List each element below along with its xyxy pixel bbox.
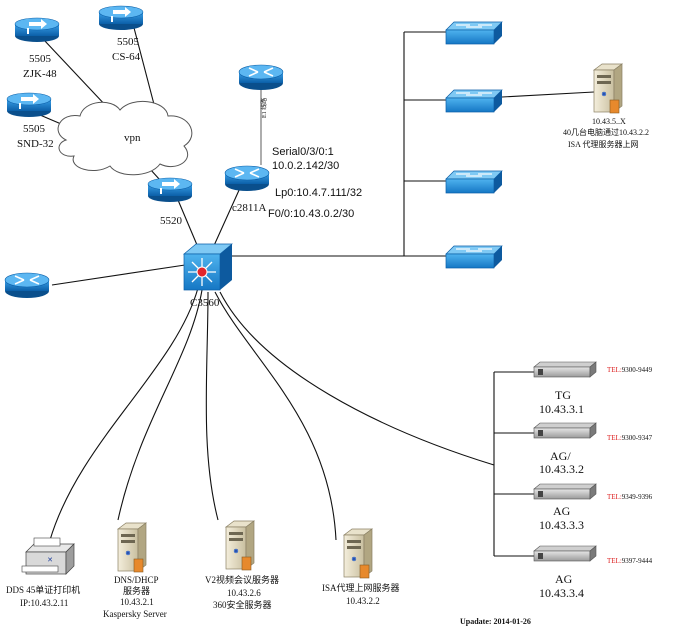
router-c2811a[interactable] (224, 165, 270, 192)
firewall-snd-name: 5505 (23, 123, 46, 135)
v2-server-label-3: 360安全服务器 (213, 599, 272, 610)
device-ag4-tel: TEL:9397-9444 (607, 557, 653, 565)
access-switch-1[interactable] (445, 21, 503, 45)
proxy-client-desc1: 40几台电脑通过10.43.2.2 (563, 127, 649, 137)
device-ag2-name: AG/ (550, 449, 571, 463)
router-left[interactable] (4, 272, 50, 299)
router-e1[interactable] (238, 64, 284, 91)
dns-server-label-1: DNS/DHCP (114, 575, 159, 585)
core-switch-c3560[interactable] (183, 243, 233, 291)
device-ag4[interactable] (533, 545, 597, 562)
update-date: Upadate: 2014-01-26 (460, 617, 531, 626)
firewall-snd[interactable] (6, 92, 52, 118)
router-serial-ip: 10.0.2.142/30 (272, 160, 339, 172)
e1-line-label: E1 线路 (260, 98, 268, 118)
device-ag3-tel: TEL:9349-9396 (607, 493, 653, 501)
v2-server-label-2: 10.43.2.6 (227, 588, 261, 598)
firewall-zjk-site: ZJK-48 (23, 68, 57, 80)
device-ag3[interactable] (533, 483, 597, 500)
router-c2811a-name: c2811A (232, 202, 266, 214)
proxy-client-server[interactable] (593, 63, 623, 114)
svg-text:✕: ✕ (47, 556, 53, 564)
vpn-label: vpn (124, 132, 141, 144)
printer-label-1: DDS 45单证打印机 (6, 584, 80, 595)
isa-server-label-1: ISA代理上网服务器 (322, 582, 400, 593)
device-ag2-tel: TEL:9300-9347 (607, 434, 653, 442)
printer-icon[interactable]: ✕ (21, 537, 75, 575)
access-switch-3[interactable] (445, 170, 503, 194)
isa-server-label-2: 10.43.2.2 (346, 596, 380, 606)
firewall-5520-name: 5520 (160, 215, 183, 227)
v2-server-label-1: V2视频会议服务器 (205, 574, 279, 585)
core-switch-name: C3560 (190, 297, 220, 309)
router-serial: Serial0/3/0:1 (272, 146, 334, 158)
device-tg-name: TG (555, 388, 571, 402)
device-ag2-ip: 10.43.3.2 (539, 462, 584, 476)
printer-label-2: IP:10.43.2.11 (20, 598, 68, 608)
device-ag2[interactable] (533, 422, 597, 439)
v2-video-server[interactable] (225, 520, 255, 571)
firewall-zjk[interactable] (14, 17, 60, 43)
dns-server-label-3: 10.43.2.1 (120, 597, 154, 607)
dns-server-label-4: Kaspersky Server (103, 609, 167, 619)
firewall-5520[interactable] (147, 177, 193, 203)
dns-dhcp-server[interactable] (117, 522, 147, 573)
device-tg-tel: TEL:9300-9449 (607, 366, 653, 374)
device-ag4-ip: 10.43.3.4 (539, 586, 584, 600)
dns-server-label-2: 服务器 (123, 585, 150, 596)
isa-proxy-server[interactable] (343, 528, 373, 579)
firewall-cs-site: CS-64 (112, 51, 141, 63)
firewall-snd-site: SND-32 (17, 138, 54, 150)
proxy-client-subnet: 10.43.5..X (592, 117, 626, 126)
firewall-cs-name: 5505 (117, 36, 140, 48)
device-tg-ip: 10.43.3.1 (539, 402, 584, 416)
access-switch-4[interactable] (445, 245, 503, 269)
firewall-cs[interactable] (98, 5, 144, 31)
device-ag4-name: AG (555, 572, 573, 586)
device-ag3-name: AG (553, 504, 571, 518)
router-fastethernet: F0/0:10.43.0.2/30 (268, 208, 354, 220)
proxy-client-desc2: ISA 代理服务器上网 (568, 139, 638, 149)
router-loopback: Lp0:10.4.7.111/32 (275, 187, 362, 199)
connection-lines (39, 23, 595, 557)
device-ag3-ip: 10.43.3.3 (539, 518, 584, 532)
access-switch-2[interactable] (445, 89, 503, 113)
firewall-zjk-name: 5505 (29, 53, 52, 65)
device-tg[interactable] (533, 361, 597, 378)
vpn-cloud (57, 100, 193, 176)
